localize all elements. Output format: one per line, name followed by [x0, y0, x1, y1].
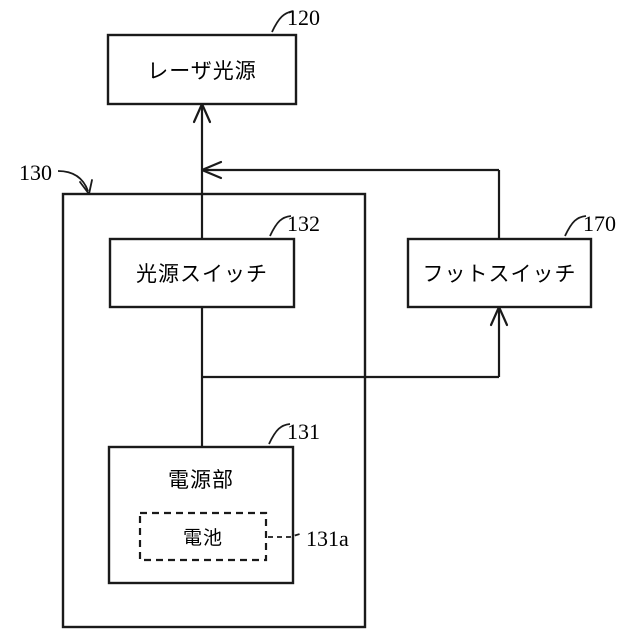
ref-label-170: 170: [583, 211, 616, 236]
label-foot-switch: フットスイッチ: [422, 263, 577, 286]
label-power-unit: 電源部: [168, 469, 234, 492]
arrowhead-130: [79, 179, 93, 195]
leader-line-130: [57, 170, 89, 192]
ref-label-120: 120: [287, 5, 320, 30]
ref-label-130: 130: [19, 160, 52, 185]
ref-label-131: 131: [287, 419, 320, 444]
leader-line-131a: [268, 532, 304, 538]
box-light-source-switch: [108, 237, 296, 309]
arrowhead-left-trunk: [200, 160, 223, 180]
leader-line-170: [564, 215, 587, 237]
label-battery: 電池: [182, 528, 223, 549]
box-battery: [138, 511, 268, 562]
ref-label-132: 132: [287, 211, 320, 236]
leader-line-120: [271, 10, 294, 33]
label-light-source-switch: 光源スイッチ: [136, 263, 268, 286]
leader-line-132: [269, 215, 292, 237]
box-foot-switch: [406, 237, 593, 309]
leader-line-131: [268, 423, 291, 445]
box-laser-source: [106, 33, 298, 106]
label-laser-source: レーザ光源: [147, 59, 257, 83]
ref-label-131a: 131a: [306, 526, 349, 551]
enclosure-box-130: [61, 192, 367, 629]
